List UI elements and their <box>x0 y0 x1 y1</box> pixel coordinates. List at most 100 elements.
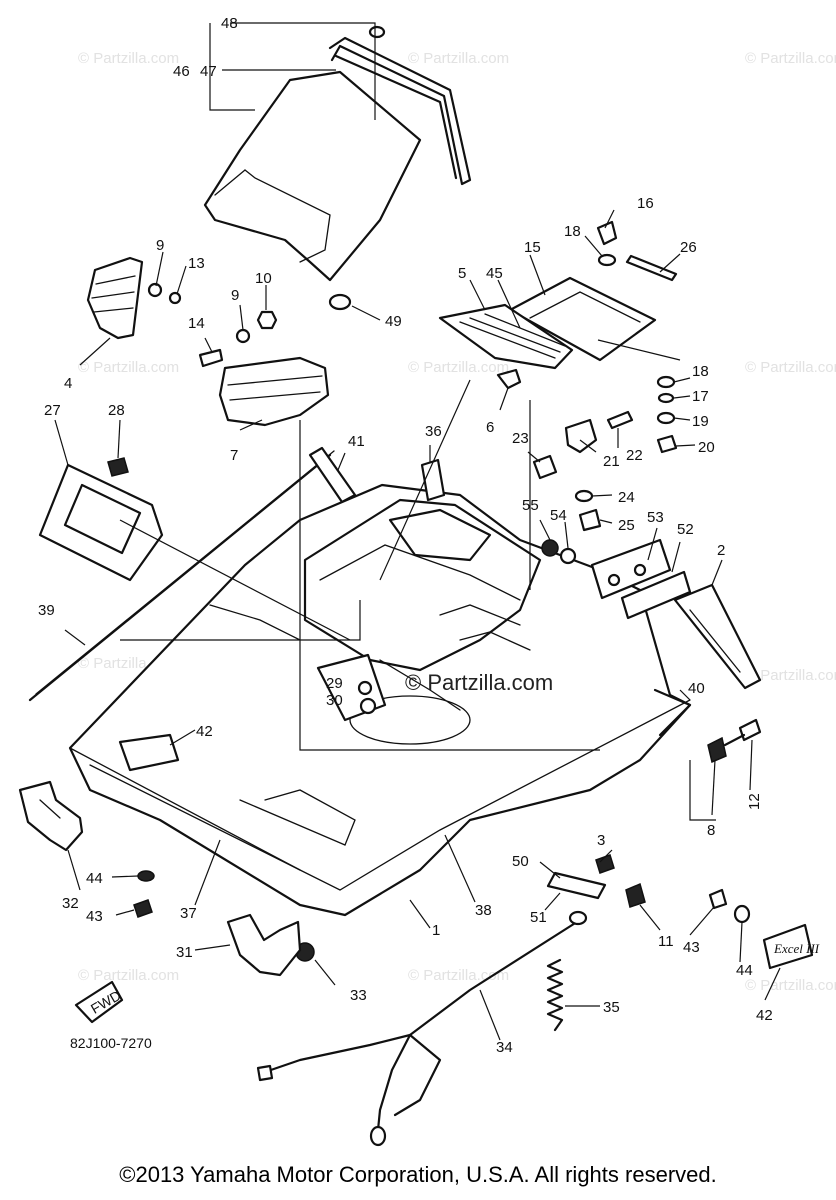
callout-52: 52 <box>677 521 694 538</box>
callout-42: 42 <box>756 1007 773 1024</box>
callout-33: 33 <box>350 987 367 1004</box>
tube-part <box>308 446 357 504</box>
callout-44: 44 <box>736 962 753 979</box>
watermark: © Partzilla.com <box>745 359 836 376</box>
callout-5: 5 <box>458 265 466 282</box>
rear-hinge-part <box>226 913 302 977</box>
callout-9: 9 <box>156 237 164 254</box>
callout-36: 36 <box>425 423 442 440</box>
callout-54: 54 <box>550 507 567 524</box>
small-parts <box>133 854 751 962</box>
copyright-notice: ©2013 Yamaha Motor Corporation, U.S.A. A… <box>119 1162 717 1187</box>
callout-39: 39 <box>38 602 55 619</box>
hinge-hardware-parts <box>532 410 634 532</box>
clip-part <box>496 368 522 390</box>
hood-panel-part <box>508 276 657 362</box>
callout-48: 48 <box>221 15 238 32</box>
callout-43: 43 <box>86 908 103 925</box>
bolt-and-grommet-parts <box>707 718 762 764</box>
callout-9: 9 <box>231 287 239 304</box>
watermark: © Partzilla.com <box>408 967 509 984</box>
callout-40: 40 <box>688 680 705 697</box>
callout-37: 37 <box>180 905 197 922</box>
windshield-trim-part <box>328 25 472 186</box>
watermark: © Partzilla.com <box>78 50 179 67</box>
callout-32: 32 <box>62 895 79 912</box>
callout-27: 27 <box>44 402 61 419</box>
hood-emblem-part <box>118 733 180 772</box>
callout-55: 55 <box>522 497 539 514</box>
headlight-bezel-part <box>86 256 144 340</box>
callout-19: 19 <box>692 413 709 430</box>
grommet-part <box>107 457 129 477</box>
callout-47: 47 <box>200 63 217 80</box>
callout-30: 30 <box>326 692 343 709</box>
mount-bracket-part <box>316 653 387 722</box>
front-hinge-part <box>18 780 84 852</box>
fastener-parts <box>596 220 678 282</box>
side-panel-part <box>673 583 762 690</box>
washer-stack-parts <box>656 375 678 454</box>
callout-29: 29 <box>326 675 343 692</box>
callout-2: 2 <box>717 542 725 559</box>
callout-24: 24 <box>618 489 635 506</box>
watermark: © Partzilla.com <box>408 359 509 376</box>
bezel-part <box>218 356 330 427</box>
diagram-code: 82J100-7270 <box>70 1035 152 1051</box>
callout-8: 8 <box>707 822 715 839</box>
watermark: © Partzilla.com <box>78 967 179 984</box>
leader-lines <box>54 22 781 1041</box>
callout-34: 34 <box>496 1039 513 1056</box>
hinge-plate-parts <box>590 538 692 620</box>
hardware-parts <box>147 282 352 368</box>
callout-25: 25 <box>618 517 635 534</box>
callout-35: 35 <box>603 999 620 1016</box>
cable-part <box>256 910 588 1147</box>
callout-18: 18 <box>564 223 581 240</box>
headlight-frame-part <box>38 463 164 582</box>
callout-4: 4 <box>64 375 72 392</box>
callout-20: 20 <box>698 439 715 456</box>
watermark: © Partzilla.com <box>78 359 179 376</box>
watermark: © Partzilla.com <box>745 667 836 684</box>
watermark: © Partzilla.com <box>745 50 836 67</box>
callout-51: 51 <box>530 909 547 926</box>
windshield-part <box>203 70 422 282</box>
callout-38: 38 <box>475 902 492 919</box>
callout-16: 16 <box>637 195 654 212</box>
callout-49: 49 <box>385 313 402 330</box>
callout-26: 26 <box>680 239 697 256</box>
grille-part <box>438 303 574 370</box>
watermark: © Partzilla.com <box>408 50 509 67</box>
callout-42: 42 <box>196 723 213 740</box>
callout-13: 13 <box>188 255 205 272</box>
callout-50: 50 <box>512 853 529 870</box>
callout-31: 31 <box>176 944 193 961</box>
callout-53: 53 <box>647 509 664 526</box>
callout-3: 3 <box>597 832 605 849</box>
callout-41: 41 <box>348 433 365 450</box>
callout-46: 46 <box>173 63 190 80</box>
callout-1: 1 <box>432 922 440 939</box>
callout-45: 45 <box>486 265 503 282</box>
callout-12: 12 <box>746 793 763 810</box>
callout-11: 11 <box>658 933 674 950</box>
watermark-group: © Partzilla.com © Partzilla.com © Partzi… <box>78 50 836 994</box>
callout-28: 28 <box>108 402 125 419</box>
stay-rod-part <box>28 450 335 702</box>
emblem-text: Excel III <box>773 941 820 956</box>
callout-21: 21 <box>603 453 620 470</box>
callout-17: 17 <box>692 388 709 405</box>
callout-23: 23 <box>512 430 529 447</box>
callout-15: 15 <box>524 239 541 256</box>
callout-7: 7 <box>230 447 238 464</box>
callout-18: 18 <box>692 363 709 380</box>
callout-labels: 48 46 47 16 18 26 9 13 10 9 15 5 45 49 1… <box>38 15 773 1056</box>
callout-22: 22 <box>626 447 643 464</box>
side-trim-part <box>653 688 692 737</box>
emblem-part: Excel III <box>762 923 820 970</box>
callout-10: 10 <box>255 270 272 287</box>
callout-14: 14 <box>188 315 205 332</box>
callout-43: 43 <box>683 939 700 956</box>
